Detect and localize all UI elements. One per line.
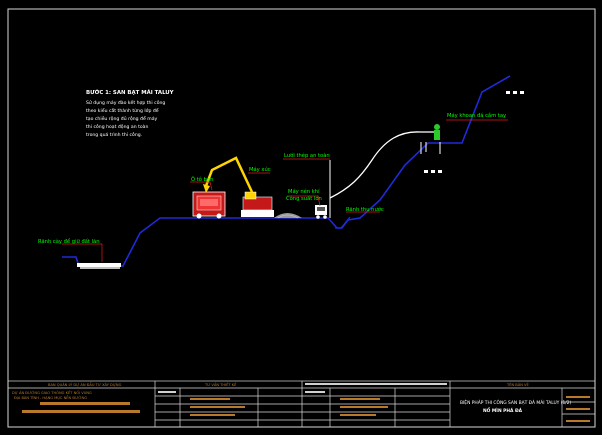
cut-slope-line [329,131,436,199]
label-compressor: Máy nén khí [288,188,320,195]
tb-left-line: DỰ ÁN ĐƯỜNG GIAO THÔNG KẾT NỐI VÙNG [12,389,92,395]
dump-truck [192,191,226,219]
excavator [203,156,274,217]
label-compressor-sub: Công suất lớn [286,195,322,202]
tb-right-header: TÊN BẢN VẼ [506,382,530,387]
tb-left-line: ĐỊA BÀN TỈNH - HẠNG MỤC NỀN ĐƯỜNG [14,395,87,400]
air-compressor [315,205,327,219]
title-block-text: BAN QUẢN LÝ DỰ ÁN ĐẦU TƯ XÂY DỰNG DỰ ÁN … [12,381,530,400]
step-note: BƯỚC 1: SAN BẠT MÁI TALUY Sử dụng máy đà… [86,89,174,138]
step-note-line: Sử dụng máy đào kết hợp thi công [86,99,165,106]
leader-lines [62,119,508,262]
markers [424,91,524,173]
step-note-line: trong quá trình thi công. [86,131,142,138]
drawing-title-sub: NỔ MÌN PHÁ ĐÁ [483,406,523,414]
ground-profile-lower [335,216,351,229]
hand-drill-rig [420,124,441,154]
title-block-fill [22,396,590,422]
title-block-stripes [158,383,447,393]
label-excavator: Máy xúc [249,166,271,173]
drawing-title-main: BIỆN PHÁP THI CÔNG SAN BẠT ĐÁ MÁI TALUY … [460,398,572,406]
annotation-labels: Rãnh cày để giữ đất lăn Ô tô ben Máy xúc… [38,111,506,245]
label-drain: Rãnh thu nước [346,206,384,213]
step-note-line: theo kiểu cắt thành từng lớp để [86,107,159,114]
rubble-pile [274,213,302,219]
step-note-title: BƯỚC 1: SAN BẠT MÁI TALUY [86,89,174,96]
tb-col2-header: TƯ VẤN THIẾT KẾ [204,381,237,387]
label-safety-net: Lưới thép an toàn [284,152,330,159]
step-note-line: tạo chiều rộng đủ rộng để máy [86,114,158,122]
label-ditch-left: Rãnh cày để giữ đất lăn [38,238,100,245]
step-note-line: thi công hoạt động an toàn [86,123,148,130]
left-ditch [77,263,121,269]
title-block [7,380,596,428]
tb-left-header: BAN QUẢN LÝ DỰ ÁN ĐẦU TƯ XÂY DỰNG [48,382,122,387]
drawing-title: BIỆN PHÁP THI CÔNG SAN BẠT ĐÁ MÁI TALUY … [460,398,572,414]
label-dump-truck: Ô tô ben [191,176,213,183]
label-drill: Máy khoan đá cầm tay [447,111,506,119]
